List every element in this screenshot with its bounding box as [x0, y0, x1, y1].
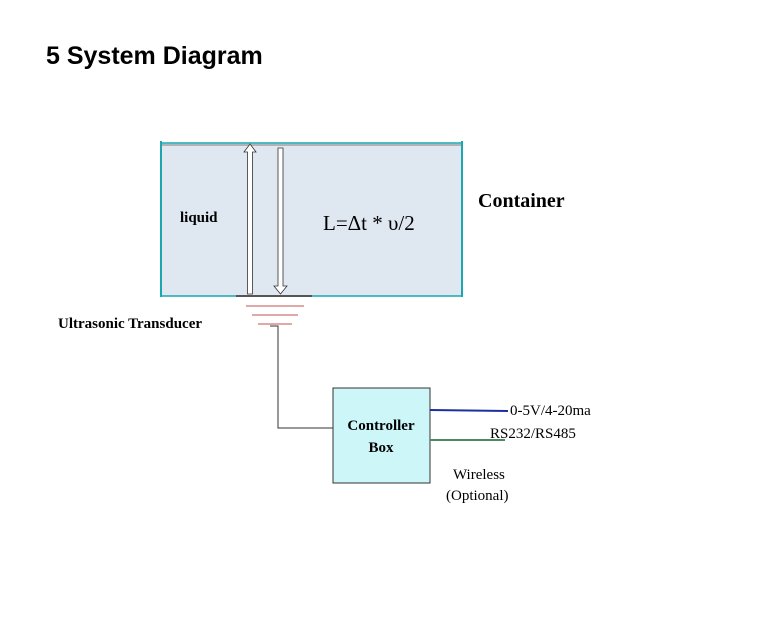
wireless-label-line2: (Optional) [446, 488, 508, 504]
wireless-label-line1: Wireless [453, 467, 505, 483]
controller-label-line1: Controller [347, 418, 415, 434]
pulse-down-arrow [273, 147, 288, 295]
container-label: Container [478, 190, 565, 212]
liquid-body [160, 142, 463, 297]
ultrasonic-transducer [236, 295, 312, 325]
transducer-label: Ultrasonic Transducer [58, 316, 202, 332]
liquid-label: liquid [180, 210, 218, 226]
container [160, 141, 463, 297]
analog-output-line [429, 409, 509, 412]
transducer-cable [270, 325, 333, 429]
distance-formula: L=Δt * υ/2 [323, 211, 415, 235]
echo-up-arrow [243, 143, 257, 295]
serial-output-label: RS232/RS485 [490, 426, 576, 442]
page-title: 5 System Diagram [46, 42, 263, 70]
analog-output-label: 0-5V/4-20ma [510, 403, 591, 419]
controller-label-line2: Box [368, 440, 394, 456]
controller-box [332, 387, 431, 484]
